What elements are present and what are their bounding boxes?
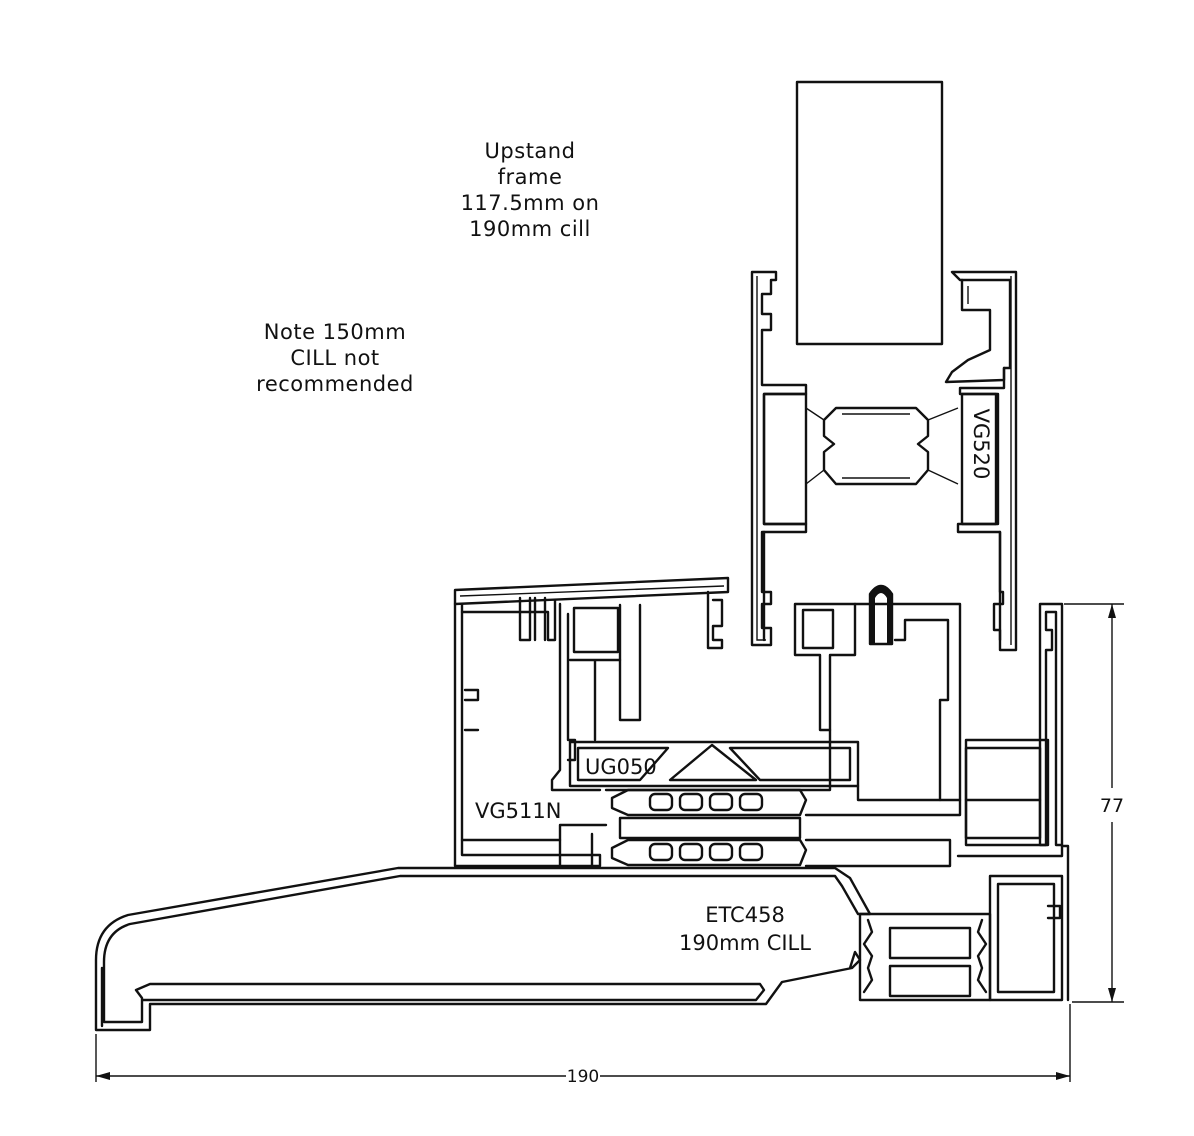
cill-profile — [94, 844, 1070, 1032]
glazing-label: UG050 — [585, 755, 657, 779]
sash-profile — [750, 270, 1018, 652]
cill-label-code: ETC458 — [705, 903, 785, 927]
height-dimension: 77 — [1064, 603, 1124, 1003]
width-dimension: 190 — [95, 1004, 1071, 1087]
upstand-note-line-4: 190mm cill — [469, 217, 591, 241]
upstand-note: Upstand frame 117.5mm on 190mm cill — [440, 138, 620, 242]
frame-profile — [453, 576, 1064, 868]
frame-label: VG511N — [475, 799, 561, 823]
cill-warning-line-3: recommended — [256, 372, 414, 396]
cill-warning-line-2: CILL not — [290, 346, 380, 370]
upstand-note-line-1: Upstand — [484, 139, 576, 163]
sash-label: VG520 — [969, 409, 993, 480]
cill-warning-line-1: Note 150mm — [263, 320, 407, 344]
height-dimension-value: 77 — [1100, 795, 1124, 817]
cill-warning-note: Note 150mm CILL not recommended — [240, 319, 430, 397]
upstand-note-line-2: frame — [497, 165, 563, 189]
upstand-note-line-3: 117.5mm on — [460, 191, 600, 215]
glass-panel — [795, 80, 944, 346]
width-dimension-value: 190 — [567, 1067, 599, 1087]
cill-label-size: 190mm CILL — [679, 931, 811, 955]
